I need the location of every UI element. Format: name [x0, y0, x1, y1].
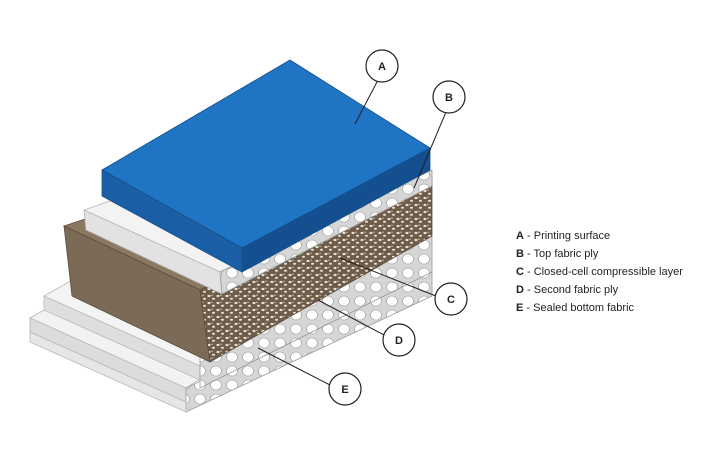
legend-key-c: C [516, 266, 524, 278]
leader-lines [257, 79, 447, 386]
legend-item-c: C - Closed-cell compressible layer [516, 263, 683, 281]
legend-sep-e: - [523, 302, 534, 314]
bottom-step-3-front [29, 331, 187, 413]
legend-sep-b: - [523, 248, 534, 260]
legend-label-b: Top fabric ply [533, 248, 599, 260]
callout-b: B [432, 80, 466, 114]
legend-sep-c: - [523, 266, 534, 278]
legend-key-e: E [516, 302, 524, 314]
callout-d: D [382, 323, 416, 357]
callout-e-letter: E [341, 384, 348, 396]
legend-item-d: D - Second fabric ply [516, 281, 683, 299]
legend-label-d: Second fabric ply [533, 284, 619, 296]
callout-d-letter: D [395, 335, 403, 347]
legend-key-a: A [516, 230, 524, 242]
legend-item-a: A - Printing surface [516, 227, 683, 245]
callout-a: A [365, 49, 399, 83]
legend-item-e: E - Sealed bottom fabric [516, 299, 683, 317]
legend-label-a: Printing surface [533, 230, 611, 242]
callout-a-letter: A [378, 61, 386, 73]
leader-e [257, 347, 331, 386]
leader-a [354, 79, 379, 125]
layer-a-printing-surface [101, 59, 431, 273]
legend-sep-a: - [523, 230, 534, 242]
callout-c-letter: C [447, 294, 455, 306]
legend-item-b: B - Top fabric ply [516, 245, 683, 263]
leader-b [413, 111, 447, 189]
callout-b-letter: B [445, 92, 453, 104]
callout-e: E [328, 372, 362, 406]
leader-c [339, 257, 437, 297]
leader-d [317, 299, 387, 337]
legend-key-d: D [516, 284, 524, 296]
callout-c: C [434, 282, 468, 316]
legend: A - Printing surface B - Top fabric ply … [516, 227, 683, 317]
legend-label-e: Sealed bottom fabric [533, 302, 635, 314]
legend-sep-d: - [523, 284, 534, 296]
legend-label-c: Closed-cell compressible layer [533, 266, 683, 278]
printing-surface-side [241, 147, 431, 273]
legend-key-b: B [516, 248, 524, 260]
